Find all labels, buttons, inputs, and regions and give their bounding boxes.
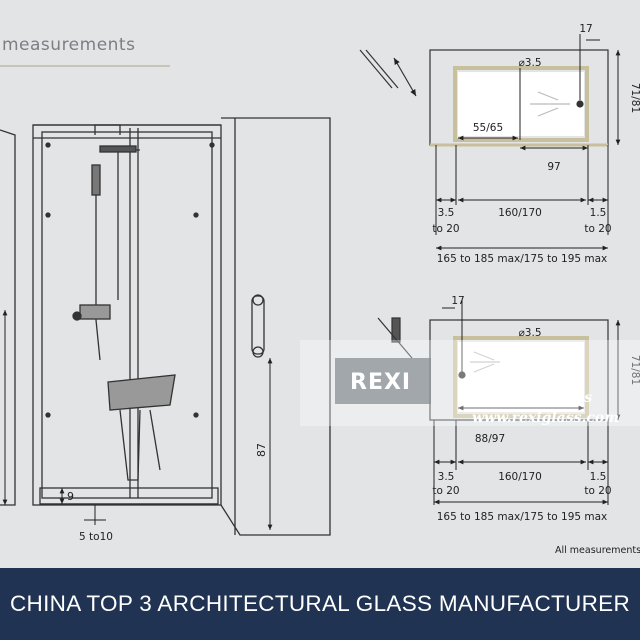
plan-top-offset-label: 17: [579, 23, 592, 35]
plan-top-right-a: 1.5: [590, 207, 607, 219]
plan-bottom-drain-label: ⌀3.5: [518, 327, 541, 339]
plan-top-depth-label: 71/81: [629, 83, 640, 113]
plan-top-left-a: 3.5: [438, 207, 455, 219]
plan-bottom-middle-label: 160/170: [498, 471, 542, 483]
plan-bottom-dimensions: [433, 300, 621, 505]
plan-top-dimensions: [435, 34, 621, 251]
watermark-line1: ShowerGlass: [492, 390, 592, 406]
front-view-dimensions: [2, 310, 273, 530]
plan-bottom-inner-label: 88/97: [475, 433, 505, 445]
plan-bottom-right-a: 1.5: [590, 471, 607, 483]
plan-top-middle-label: 160/170: [498, 207, 542, 219]
plan-top-diagram: [359, 49, 609, 147]
plan-top-inner-b-label: 97: [547, 161, 560, 173]
plan-top-left-b: to 20: [432, 223, 459, 235]
watermark-line2: www.rexiglass.com: [472, 410, 619, 426]
bottom-clearance-label: 5 to10: [79, 531, 113, 543]
shower-front-view: [0, 117, 331, 536]
tray-height-label: 9: [67, 490, 74, 503]
plan-top-inner-a-label: 55/65: [473, 122, 503, 134]
footnote: All measurements: [555, 545, 640, 556]
banner-text: CHINA TOP 3 ARCHITECTURAL GLASS MANUFACT…: [10, 591, 630, 616]
watermark-logo: REXI: [350, 370, 411, 395]
plan-bottom-left-a: 3.5: [438, 471, 455, 483]
page-heading: measurements: [2, 35, 135, 55]
plan-bottom-offset-label: 17: [451, 295, 464, 307]
plan-bottom-left-b: to 20: [432, 485, 459, 497]
plan-bottom-depth-label: 71/81: [629, 355, 640, 385]
height-label: 87: [255, 443, 268, 457]
plan-top-total-label: 165 to 185 max/175 to 195 max: [437, 253, 608, 265]
plan-top-right-b: to 20: [584, 223, 611, 235]
plan-bottom-total-label: 165 to 185 max/175 to 195 max: [437, 511, 608, 523]
plan-top-drain-label: ⌀3.5: [518, 57, 541, 69]
plan-bottom-right-b: to 20: [584, 485, 611, 497]
watermark: REXI ShowerGlass www.rexiglass.com: [300, 340, 640, 426]
footer-banner: CHINA TOP 3 ARCHITECTURAL GLASS MANUFACT…: [0, 568, 640, 640]
